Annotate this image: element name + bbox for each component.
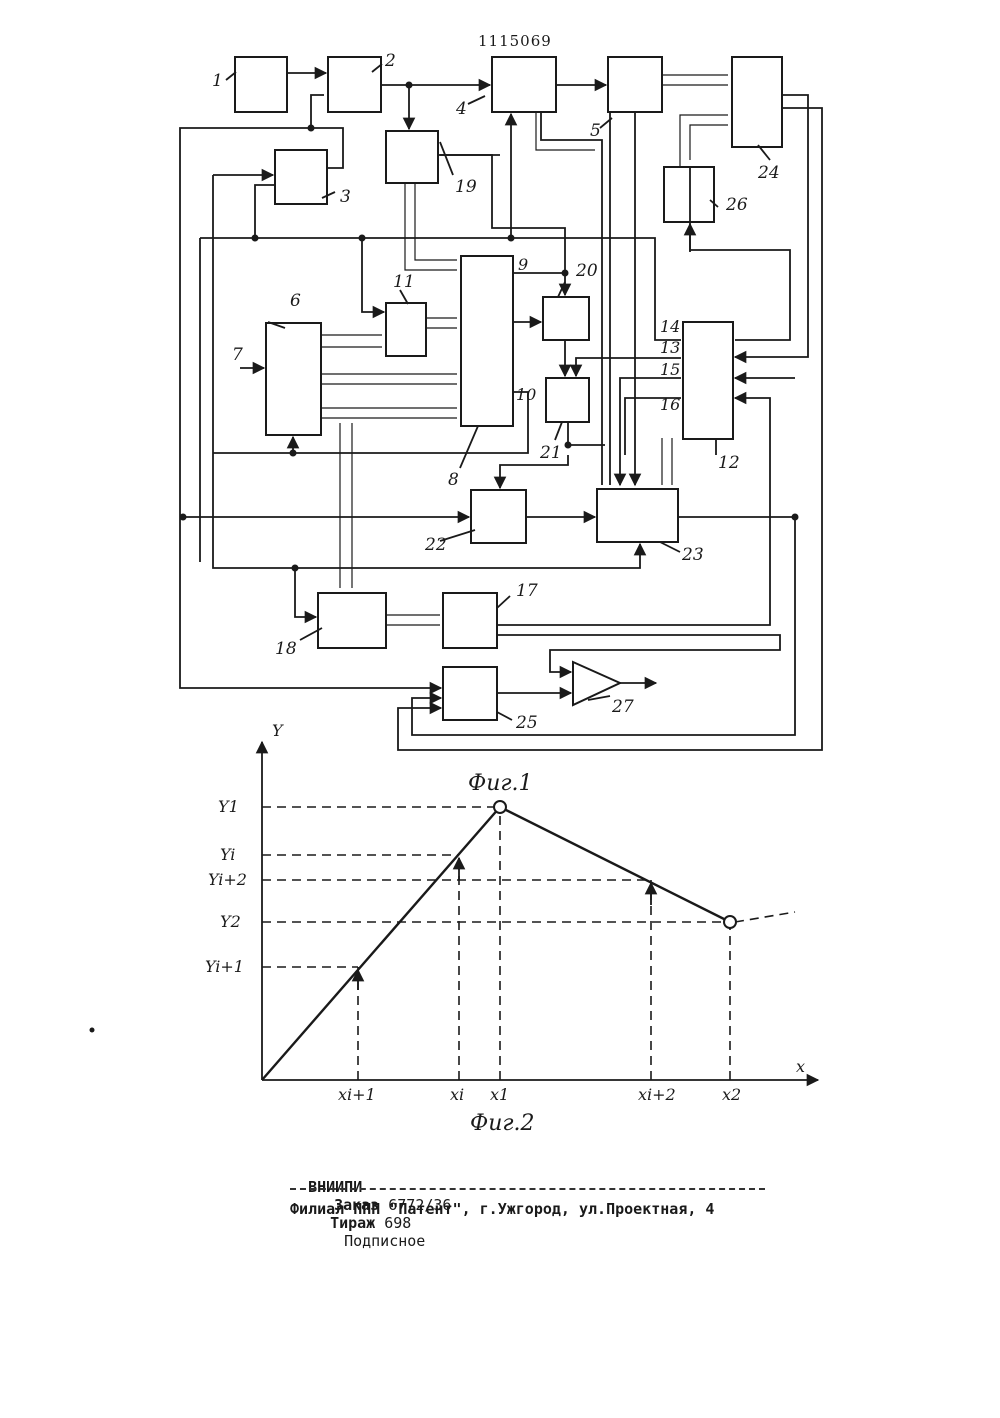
x-tick-x2: x2 [722,1085,741,1104]
label-2: 2 [384,51,396,71]
label-3: 3 [340,187,351,207]
label-16: 16 [660,395,680,414]
label-10: 10 [516,385,536,404]
block-1 [235,57,287,112]
label-4: 4 [455,99,467,119]
label-9: 9 [518,255,528,274]
approximation-curve [262,807,730,1080]
block-3 [275,150,327,204]
y-tick-Yi2: Yi+2 [208,870,247,889]
label-17: 17 [516,581,538,601]
figure2-caption: Фиг.2 [470,1111,535,1136]
sample-arrows [358,858,651,990]
label-5: 5 [590,121,601,141]
block-22 [471,490,526,543]
block-19 [386,131,438,183]
label-24: 24 [757,163,780,183]
block-17 [443,593,497,648]
block-24 [732,57,782,147]
block-21 [546,378,589,422]
label-19: 19 [455,177,477,197]
block-6 [266,323,321,435]
label-25: 25 [515,713,538,733]
label-1: 1 [212,71,223,91]
block-26 [664,167,714,222]
label-18: 18 [275,639,297,659]
y-tick-labels: Y1 Yi Yi+2 Y2 Yi+1 [205,797,247,976]
x-tick-labels: xi+1 xi x1 xi+2 x2 [338,1085,741,1104]
label-11: 11 [393,272,415,292]
y-tick-Yi1: Yi+1 [205,957,244,976]
label-12: 12 [718,453,740,473]
footer-divider [290,1188,765,1190]
label-6: 6 [290,291,301,311]
label-22: 22 [424,535,447,555]
y-axis-label: Y [272,721,284,740]
label-8: 8 [448,470,459,490]
y-tick-Y1: Y1 [218,797,239,816]
block-20 [543,297,589,340]
guide-lines [262,807,795,1080]
block-diagram: 1 2 3 4 5 6 7 8 9 10 11 12 13 14 15 16 1… [180,51,823,796]
x-tick-xi: xi [450,1085,464,1104]
block-11 [386,303,426,356]
label-23: 23 [681,545,704,565]
label-26: 26 [725,195,748,215]
label-15: 15 [660,360,680,379]
block-12 [683,322,733,439]
label-7: 7 [232,345,243,365]
block-18 [318,593,386,648]
footer-org: ВНИИПИ [308,1178,362,1196]
x-tick-xi1: xi+1 [338,1085,376,1104]
x-axis-label: x [796,1057,805,1076]
y-tick-Y2: Y2 [220,912,241,931]
label-21: 21 [539,443,562,463]
breakpoint-2 [724,916,736,928]
x-tick-xi2: xi+2 [638,1085,676,1104]
label-13: 13 [660,338,680,357]
breakpoint-1 [494,801,506,813]
x-tick-x1: x1 [490,1085,509,1104]
page-speck [90,1028,95,1033]
footer-branch: Филиал ППП "Патент", г.Ужгород, ул.Проек… [290,1200,770,1218]
block-2 [328,57,381,112]
block-23 [597,489,678,542]
y-tick-Yi: Yi [220,845,235,864]
block-8 [461,256,513,426]
label-14: 14 [660,317,680,336]
footer-subscription: Подписное [344,1232,425,1250]
figure1-caption: Фиг.1 [468,771,533,796]
patent-number: 1115069 [478,32,552,50]
block-25 [443,667,497,720]
label-20: 20 [575,261,598,281]
label-27: 27 [611,697,634,717]
block-5 [608,57,662,112]
block-4 [492,57,556,112]
